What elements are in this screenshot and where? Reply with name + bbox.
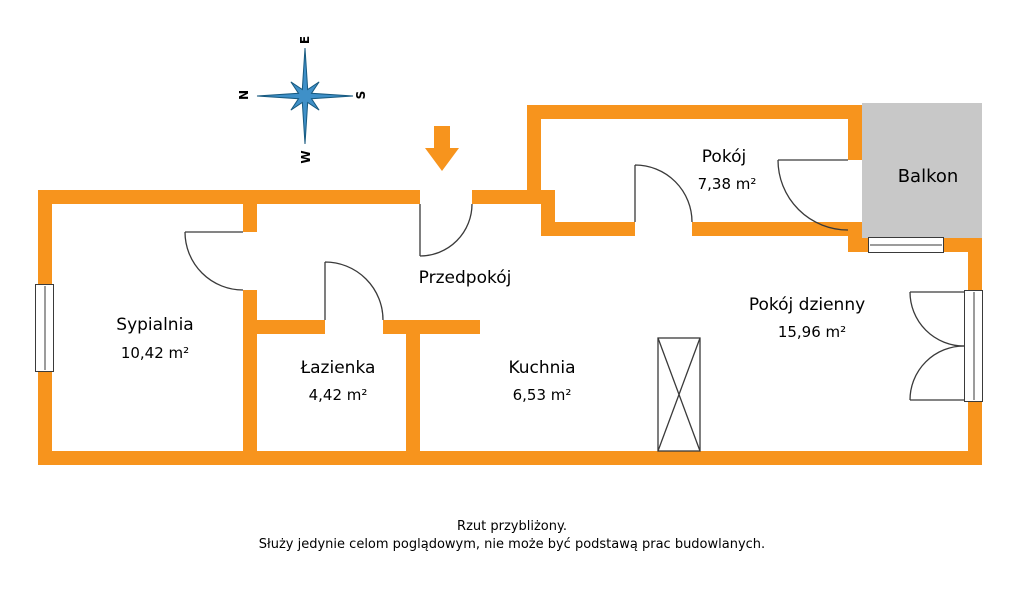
wall-right-lower bbox=[968, 402, 982, 465]
wall-left-lower bbox=[38, 372, 52, 465]
wall-below-balkon-right bbox=[944, 238, 982, 252]
room-area-kuchnia: 6,53 m² bbox=[512, 386, 572, 404]
room-label-sypialnia: Sypialnia bbox=[116, 315, 194, 335]
door-sypialnia bbox=[184, 231, 244, 291]
disclaimer-line-2: Służy jedynie celom poglądowym, nie może… bbox=[258, 537, 766, 552]
room-label-pokoj: Pokój bbox=[701, 147, 747, 167]
wall-pokoj-bottom-left bbox=[541, 222, 635, 236]
ventilation-shaft bbox=[657, 337, 701, 452]
door-balkon bbox=[777, 159, 849, 231]
wall-lazienka-right bbox=[406, 320, 420, 465]
room-area-pokoj: 7,38 m² bbox=[697, 175, 757, 193]
door-entrance bbox=[419, 203, 473, 257]
door-french-bottom bbox=[909, 345, 965, 401]
room-label-kuchnia: Kuchnia bbox=[508, 358, 576, 378]
door-french-top bbox=[909, 291, 965, 347]
room-area-sypialnia: 10,42 m² bbox=[120, 344, 190, 362]
window-pane bbox=[44, 286, 45, 370]
wall-lazienka-top-left bbox=[243, 320, 325, 334]
disclaimer-line-1: Rzut przybliżony. bbox=[457, 519, 567, 534]
room-area-pokoj-dzienny: 15,96 m² bbox=[777, 323, 847, 341]
compass-star bbox=[256, 47, 354, 145]
room-area-lazienka: 4,42 m² bbox=[308, 386, 368, 404]
compass-letter-south: S bbox=[354, 91, 368, 100]
wall-top-upper-section bbox=[527, 105, 862, 119]
wall-pokoj-bottom-right bbox=[692, 222, 862, 236]
entrance-arrow-icon bbox=[425, 126, 459, 171]
wall-hall-connector bbox=[541, 190, 555, 236]
room-label-pokoj-dzienny: Pokój dzienny bbox=[748, 295, 866, 315]
compass-rose: E S W N bbox=[237, 36, 368, 164]
compass-letter-east: E bbox=[298, 36, 312, 44]
window-balkon bbox=[868, 237, 944, 253]
wall-left-upper bbox=[38, 190, 52, 284]
compass-letter-north: N bbox=[237, 90, 251, 100]
compass-letter-west: W bbox=[299, 150, 313, 163]
wall-sypialnia-upper bbox=[243, 190, 257, 232]
wall-below-balkon-left bbox=[848, 238, 868, 252]
room-label-lazienka: Łazienka bbox=[300, 358, 376, 378]
room-label-balkon: Balkon bbox=[897, 166, 959, 187]
door-pokoj bbox=[634, 164, 693, 223]
door-lazienka bbox=[324, 261, 384, 321]
window-left bbox=[35, 284, 54, 372]
window-pane bbox=[973, 292, 974, 400]
window-right bbox=[964, 290, 983, 402]
wall-top-left bbox=[38, 190, 420, 204]
wall-bottom bbox=[38, 451, 982, 465]
window-pane bbox=[870, 244, 942, 246]
room-label-przedpokoj: Przedpokój bbox=[418, 268, 512, 288]
wall-pokoj-balkon-upper bbox=[848, 105, 862, 160]
disclaimer: Rzut przybliżony. Służy jedynie celom po… bbox=[0, 518, 1024, 554]
balcony-area bbox=[862, 103, 982, 245]
wall-step-vertical bbox=[527, 105, 541, 204]
